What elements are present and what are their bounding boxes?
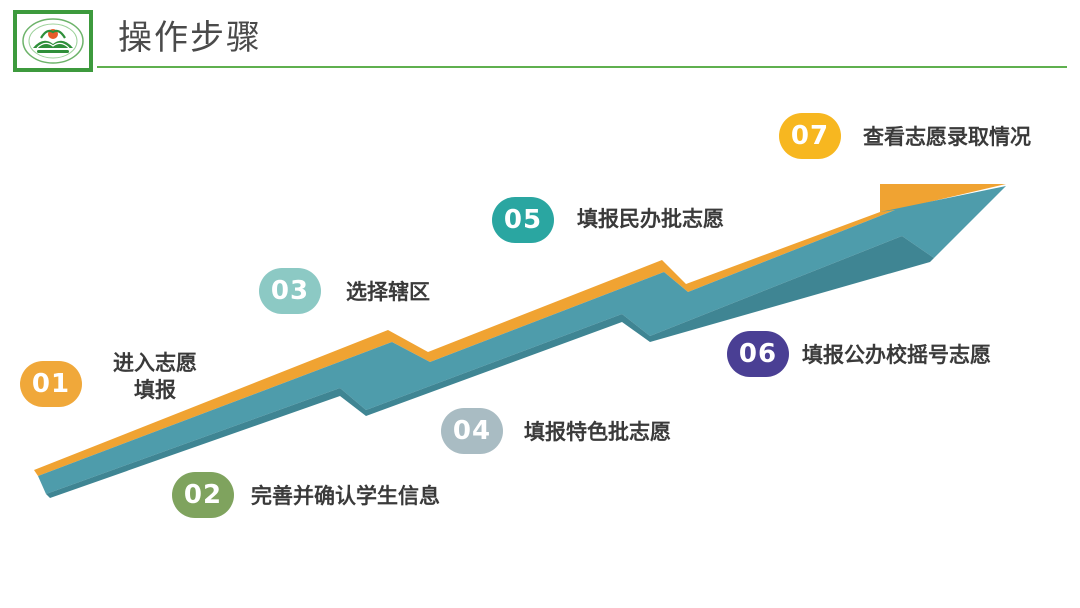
- arrow-shadow: [46, 236, 934, 498]
- step-label-01-line2: 填报: [134, 378, 176, 403]
- step-badge-04: 04: [441, 408, 503, 454]
- step-badge-07: 07: [779, 113, 841, 159]
- page-title: 操作步骤: [118, 18, 262, 58]
- step-label-01: 进入志愿 填报: [95, 350, 215, 405]
- step-label-05: 填报民办批志愿: [577, 207, 724, 231]
- step-label-02: 完善并确认学生信息: [251, 484, 440, 508]
- school-logo: [13, 10, 93, 72]
- step-label-07: 查看志愿录取情况: [863, 125, 1031, 149]
- arrow-top-edge: [34, 184, 1006, 476]
- step-label-04: 填报特色批志愿: [524, 420, 671, 444]
- step-badge-03: 03: [259, 268, 321, 314]
- title-divider: [97, 66, 1067, 68]
- arrow-body: [38, 186, 1006, 494]
- step-badge-05: 05: [492, 197, 554, 243]
- step-badge-01: 01: [20, 361, 82, 407]
- step-label-01-line1: 进入志愿: [113, 351, 197, 375]
- step-badge-02: 02: [172, 472, 234, 518]
- school-emblem-icon: [22, 18, 84, 64]
- step-badge-06: 06: [727, 331, 789, 377]
- step-label-06: 填报公办校摇号志愿: [802, 343, 991, 367]
- step-label-03: 选择辖区: [346, 280, 430, 304]
